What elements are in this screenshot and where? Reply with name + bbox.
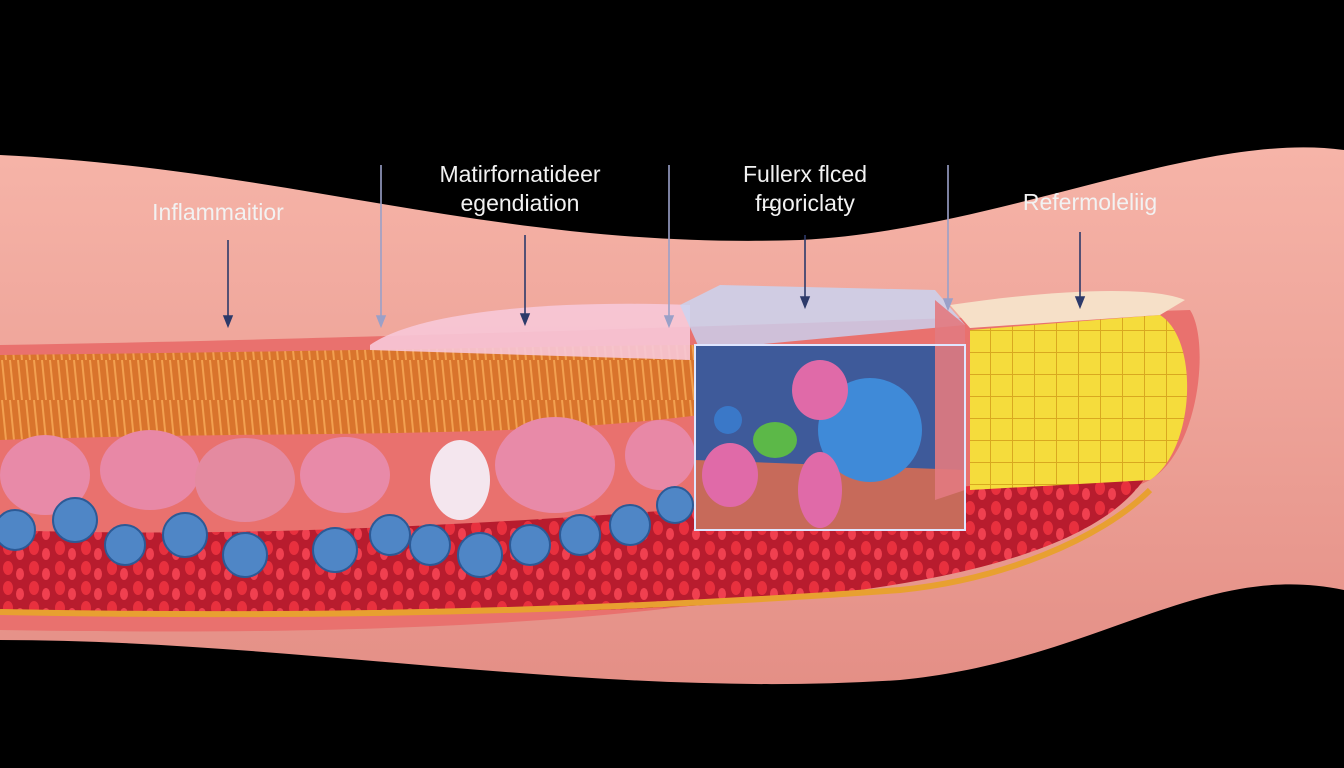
label-line: fr̶goriclaty <box>755 190 855 216</box>
muscle-fibers <box>0 345 700 440</box>
fat-layer <box>970 315 1188 490</box>
label-line: Matirfornatideer <box>439 161 601 187</box>
label-fuller-fibroplasty: Fullerx flced fr̶goriclaty <box>700 160 910 218</box>
pointer-arrows <box>222 232 1086 329</box>
divider-lines <box>375 165 954 329</box>
label-line: Fullerx flced <box>743 161 867 187</box>
cellular-cube <box>680 285 966 531</box>
blue-cells <box>0 486 694 578</box>
label-remodeling: Refermoleliig <box>1022 189 1158 215</box>
label-line: egendiation <box>460 190 580 216</box>
pink-cells <box>0 417 695 522</box>
matrix-overlay <box>370 303 690 360</box>
label-inflammation: Inflammaitior <box>152 199 284 225</box>
label-matrix-degradation: Matirfornatideer egendiation <box>400 160 640 218</box>
